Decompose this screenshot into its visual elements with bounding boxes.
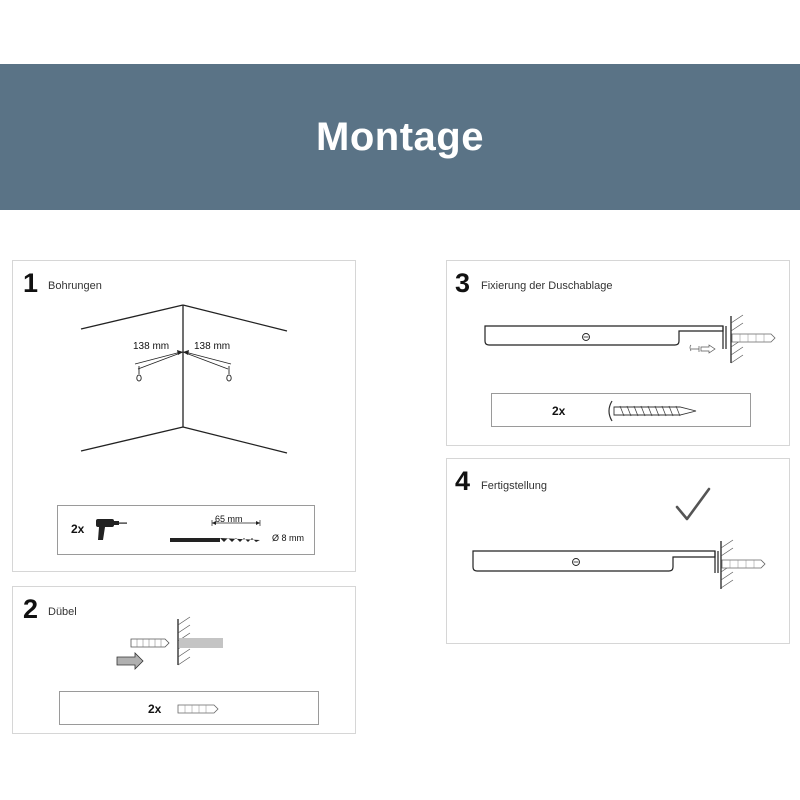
screw-quantity: 2x	[552, 404, 566, 418]
drill-hole-marks	[136, 366, 232, 382]
step-1-panel: 1 Bohrungen 138 mm 138 mm	[12, 260, 356, 572]
corner-wall-diagram	[80, 304, 288, 454]
step-3-panel: 3 Fixierung der Duschablage	[446, 260, 790, 446]
insert-arrow-icon	[116, 652, 144, 670]
step-3-screw-box: 2x	[491, 393, 751, 427]
step-1-label: Bohrungen	[48, 280, 102, 292]
drill-diameter-label: Ø 8 mm	[272, 533, 305, 543]
step-4-number: 4	[455, 466, 471, 496]
drill-icon	[96, 519, 127, 540]
step-2-dowel-box: 2x	[59, 691, 319, 725]
distance-right-label: 138 mm	[194, 341, 231, 352]
step-1-tools-box: 2x 65 mm Ø 8 mm	[57, 505, 315, 555]
step-1-number: 1	[23, 268, 39, 298]
screw-insert-arrow-icon	[689, 344, 716, 354]
step-2-number: 2	[23, 594, 39, 624]
header-banner: Montage	[0, 64, 800, 210]
drill-bit-icon	[170, 520, 261, 542]
distance-left-label: 138 mm	[133, 341, 170, 352]
step-4-label: Fertigstellung	[481, 480, 548, 492]
step-3-number: 3	[455, 268, 471, 298]
dowel-icon	[177, 704, 219, 714]
page-title: Montage	[316, 114, 484, 159]
finished-shelf-diagram	[472, 487, 766, 589]
dowel-insertion-diagram	[116, 616, 223, 670]
dowel-quantity: 2x	[148, 702, 162, 716]
step-3-label: Fixierung der Duschablage	[481, 280, 613, 292]
drill-quantity: 2x	[71, 522, 85, 536]
step-4-panel: 4 Fertigstellung	[446, 458, 790, 644]
step-2-panel: 2 Dübel 2x	[12, 586, 356, 734]
screw-icon	[608, 400, 697, 422]
drill-length-label: 65 mm	[215, 514, 243, 524]
shelf-fixing-diagram	[484, 314, 776, 364]
checkmark-icon	[675, 487, 711, 521]
step-2-label: Dübel	[48, 606, 77, 618]
